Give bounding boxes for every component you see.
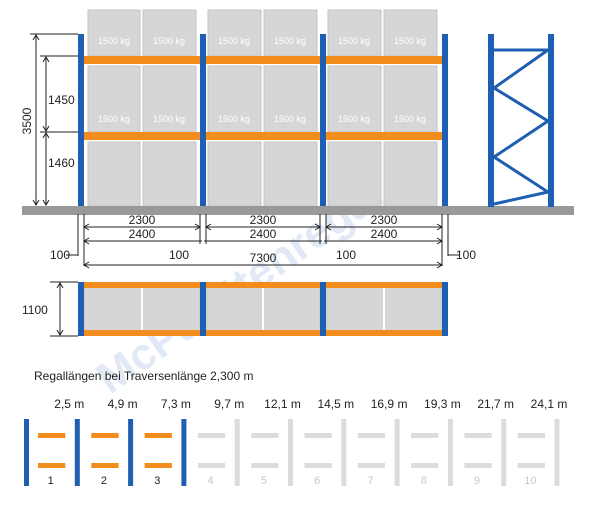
level-height-label: 1460 <box>48 156 75 170</box>
height-dimensions <box>30 33 78 206</box>
upright-post <box>394 419 400 486</box>
upright-post <box>74 419 80 486</box>
load-label: 1500 kg <box>153 114 185 124</box>
gap-label: 100 <box>50 248 70 262</box>
beam-mark <box>357 433 386 438</box>
upright-post <box>128 419 134 486</box>
bay-number: 1 <box>48 475 54 487</box>
beam-length-label: 2300 <box>250 213 277 227</box>
beam-mark <box>38 433 66 438</box>
bay-length-label: 2400 <box>129 227 156 241</box>
beam-mark <box>251 433 279 438</box>
pallets <box>87 9 438 207</box>
beam-mark <box>517 463 545 468</box>
upright-post <box>24 419 29 486</box>
rack-length-label: 16,9 m <box>371 397 408 411</box>
beam-length-label: 2300 <box>371 213 398 227</box>
beam-mark <box>517 433 545 438</box>
beam-mark <box>464 463 492 468</box>
length-dimension-lines <box>66 214 460 269</box>
depth-label: 1100 <box>22 303 48 317</box>
rack-length-label: 9,7 m <box>214 397 244 411</box>
beam-mark <box>197 463 226 468</box>
rack-length-label: 2,5 m <box>54 397 84 411</box>
load-label: 1500 kg <box>218 36 250 46</box>
beam-mark <box>357 463 386 468</box>
load-label: 1500 kg <box>274 36 306 46</box>
beam-mark <box>197 433 226 438</box>
load-label: 1500 kg <box>153 36 185 46</box>
rack-length-label: 24,1 m <box>531 397 568 411</box>
load-label: 1500 kg <box>394 114 426 124</box>
upright-post <box>288 419 293 486</box>
load-label: 1500 kg <box>338 114 370 124</box>
rack-length-label: 21,7 m <box>477 397 514 411</box>
beam-mark <box>251 463 279 468</box>
gap-label: 100 <box>169 248 189 262</box>
bay-number: 2 <box>101 475 107 487</box>
beam-mark <box>411 463 439 468</box>
rack-length-label: 19,3 m <box>424 397 461 411</box>
bay-length-label: 2400 <box>250 227 277 241</box>
bay-number: 3 <box>154 475 160 487</box>
bay-number: 10 <box>524 475 536 487</box>
upright-post <box>554 419 560 486</box>
load-label: 1500 kg <box>98 36 130 46</box>
bay-number: 6 <box>314 475 320 487</box>
gap-label: 100 <box>336 248 356 262</box>
pallet-load-labels: 1500 kg 1500 kg 1500 kg 1500 kg 1500 kg … <box>98 36 426 124</box>
level-height-label: 1450 <box>48 93 75 107</box>
beam-mark <box>304 463 332 468</box>
gap-label: 100 <box>456 248 476 262</box>
bay-number: 9 <box>474 475 480 487</box>
beam-mark <box>411 433 439 438</box>
load-label: 1500 kg <box>338 36 370 46</box>
top-view <box>78 282 448 336</box>
rack-length-label: 14,5 m <box>317 397 354 411</box>
upright-post <box>234 419 240 486</box>
lengths-row: 2,5 m 1 4,9 m 2 7,3 m 3 9,7 m 4 12,1 m 5 14,5 m 6 16… <box>24 397 567 487</box>
depth-dimension <box>50 281 78 337</box>
beam-mark <box>464 433 492 438</box>
bay-number: 5 <box>261 475 267 487</box>
rack-length-label: 12,1 m <box>264 397 301 411</box>
load-label: 1500 kg <box>218 114 250 124</box>
bay-length-label: 2400 <box>371 227 398 241</box>
floor <box>22 206 574 215</box>
upright-post <box>181 419 187 486</box>
load-label: 1500 kg <box>394 36 426 46</box>
load-label: 1500 kg <box>274 114 306 124</box>
load-label: 1500 kg <box>98 114 130 124</box>
front-elevation: 1500 kg 1500 kg 1500 kg 1500 kg 1500 kg … <box>22 9 574 215</box>
upright-post <box>501 419 507 486</box>
uprights <box>78 34 448 207</box>
beam-mark <box>304 433 332 438</box>
beam-mark <box>91 463 119 468</box>
lengths-title: Regallängen bei Traversenlänge 2,300 m <box>34 369 253 383</box>
beam-mark <box>38 463 66 468</box>
rack-length-label: 4,9 m <box>108 397 138 411</box>
rack-length-label: 7,3 m <box>161 397 191 411</box>
upright-post <box>447 419 453 486</box>
upright-post <box>341 419 347 486</box>
total-length-label: 7300 <box>250 251 277 265</box>
bay-number: 4 <box>207 475 213 487</box>
beam-mark <box>144 463 172 468</box>
total-height-label: 3500 <box>20 107 34 134</box>
beam-mark <box>144 433 172 438</box>
side-frame <box>488 34 554 207</box>
bay-number: 7 <box>367 475 373 487</box>
beams <box>84 56 442 140</box>
beam-mark <box>91 433 119 438</box>
beam-length-label: 2300 <box>129 213 156 227</box>
bay-number: 8 <box>421 475 427 487</box>
